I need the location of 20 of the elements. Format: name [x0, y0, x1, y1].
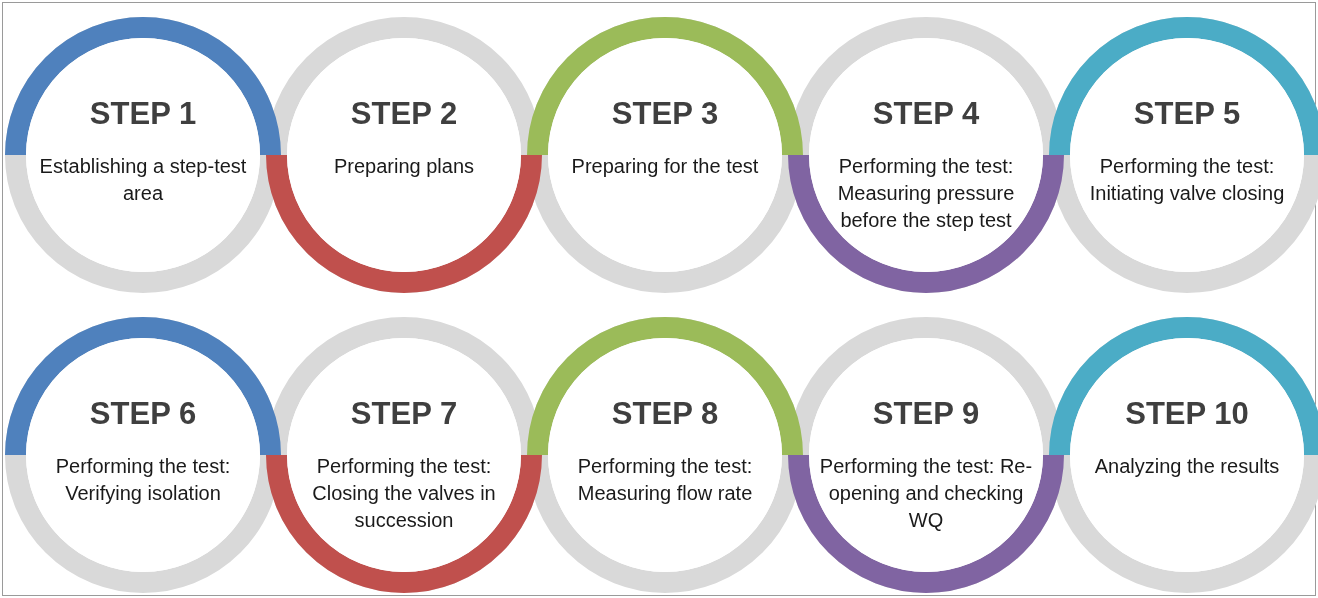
- step-description: Performing the test: Measuring pressure before the step test: [836, 154, 1016, 233]
- step-description: Preparing plans: [332, 154, 476, 179]
- step-title: STEP 9: [872, 398, 980, 429]
- step-description: Performing the test: Initiating valve closing: [1088, 154, 1286, 206]
- step-title: STEP 1: [89, 98, 197, 129]
- step-title: STEP 6: [89, 398, 197, 429]
- step-description: Preparing for the test: [570, 154, 760, 179]
- step-title: STEP 2: [350, 98, 458, 129]
- step-title: STEP 10: [1125, 398, 1249, 429]
- step-title: STEP 7: [350, 398, 458, 429]
- step-title: STEP 4: [872, 98, 980, 129]
- step-title: STEP 8: [611, 398, 719, 429]
- step-description: Establishing a step-test area: [38, 154, 248, 206]
- step-description: Analyzing the results: [1093, 454, 1281, 479]
- step-description: Performing the test: Closing the valves in succession: [311, 454, 497, 533]
- step-title: STEP 5: [1133, 98, 1241, 129]
- step-description: Performing the test: Re-opening and checking WQ: [819, 454, 1033, 533]
- step-description: Performing the test: Verifying isolation: [54, 454, 232, 506]
- step-description: Performing the test: Measuring flow rate: [576, 454, 754, 506]
- step-title: STEP 3: [611, 98, 719, 129]
